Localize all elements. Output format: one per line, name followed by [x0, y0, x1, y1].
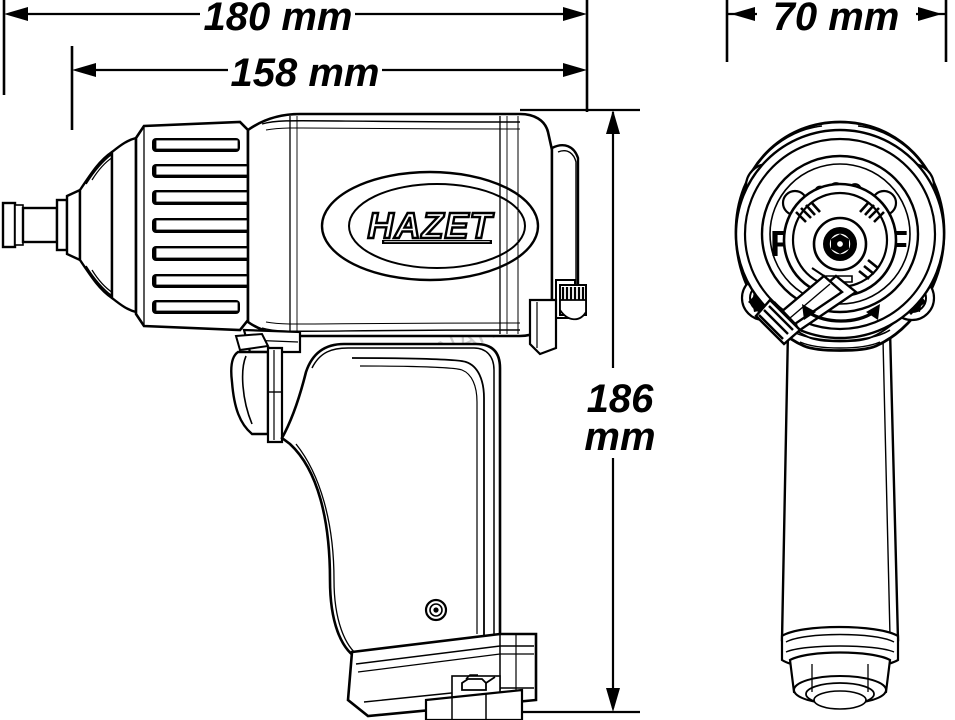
selector-knob[interactable] — [559, 284, 587, 321]
power-regulator-dial — [782, 182, 898, 298]
hammer-case-nose — [78, 136, 138, 314]
dial-knurl-right — [859, 201, 885, 223]
selector-lever-grip[interactable] — [754, 298, 802, 346]
pistol-grip-handle — [280, 342, 502, 662]
svg-text:70 mm: 70 mm — [773, 0, 900, 39]
trigger[interactable] — [230, 346, 284, 444]
square-drive-anvil — [1, 188, 82, 262]
rear-cap-assembly — [528, 144, 587, 356]
dial-knurl-left — [795, 201, 821, 223]
rear-view-impact-wrench: R F — [734, 120, 946, 710]
rear-view-air-inlet — [780, 625, 900, 710]
dimension-overall-length: 180 mm — [2, 0, 589, 112]
trigger-bridge — [234, 328, 302, 354]
svg-text:mm: mm — [584, 415, 655, 459]
dial-knurl-lower-right — [858, 258, 879, 281]
air-inlet-base — [346, 632, 538, 720]
rear-view-handle-column — [780, 328, 900, 642]
hazet-logo-text: HAZET — [368, 205, 495, 246]
handle-screw — [424, 598, 448, 622]
dimension-body-length: 158 mm — [70, 46, 587, 130]
dimension-overall-height: 186 mm — [520, 108, 656, 714]
svg-text:186: 186 — [587, 377, 654, 421]
rotation-double-arrow — [802, 304, 880, 323]
svg-text:158 mm: 158 mm — [231, 51, 380, 95]
dimension-rear-width: 70 mm — [725, 0, 948, 62]
hazet-logo-badge: HAZET — [320, 170, 540, 282]
svg-text:180 mm: 180 mm — [204, 0, 353, 39]
side-view-impact-wrench: HAZET — [1, 112, 587, 720]
